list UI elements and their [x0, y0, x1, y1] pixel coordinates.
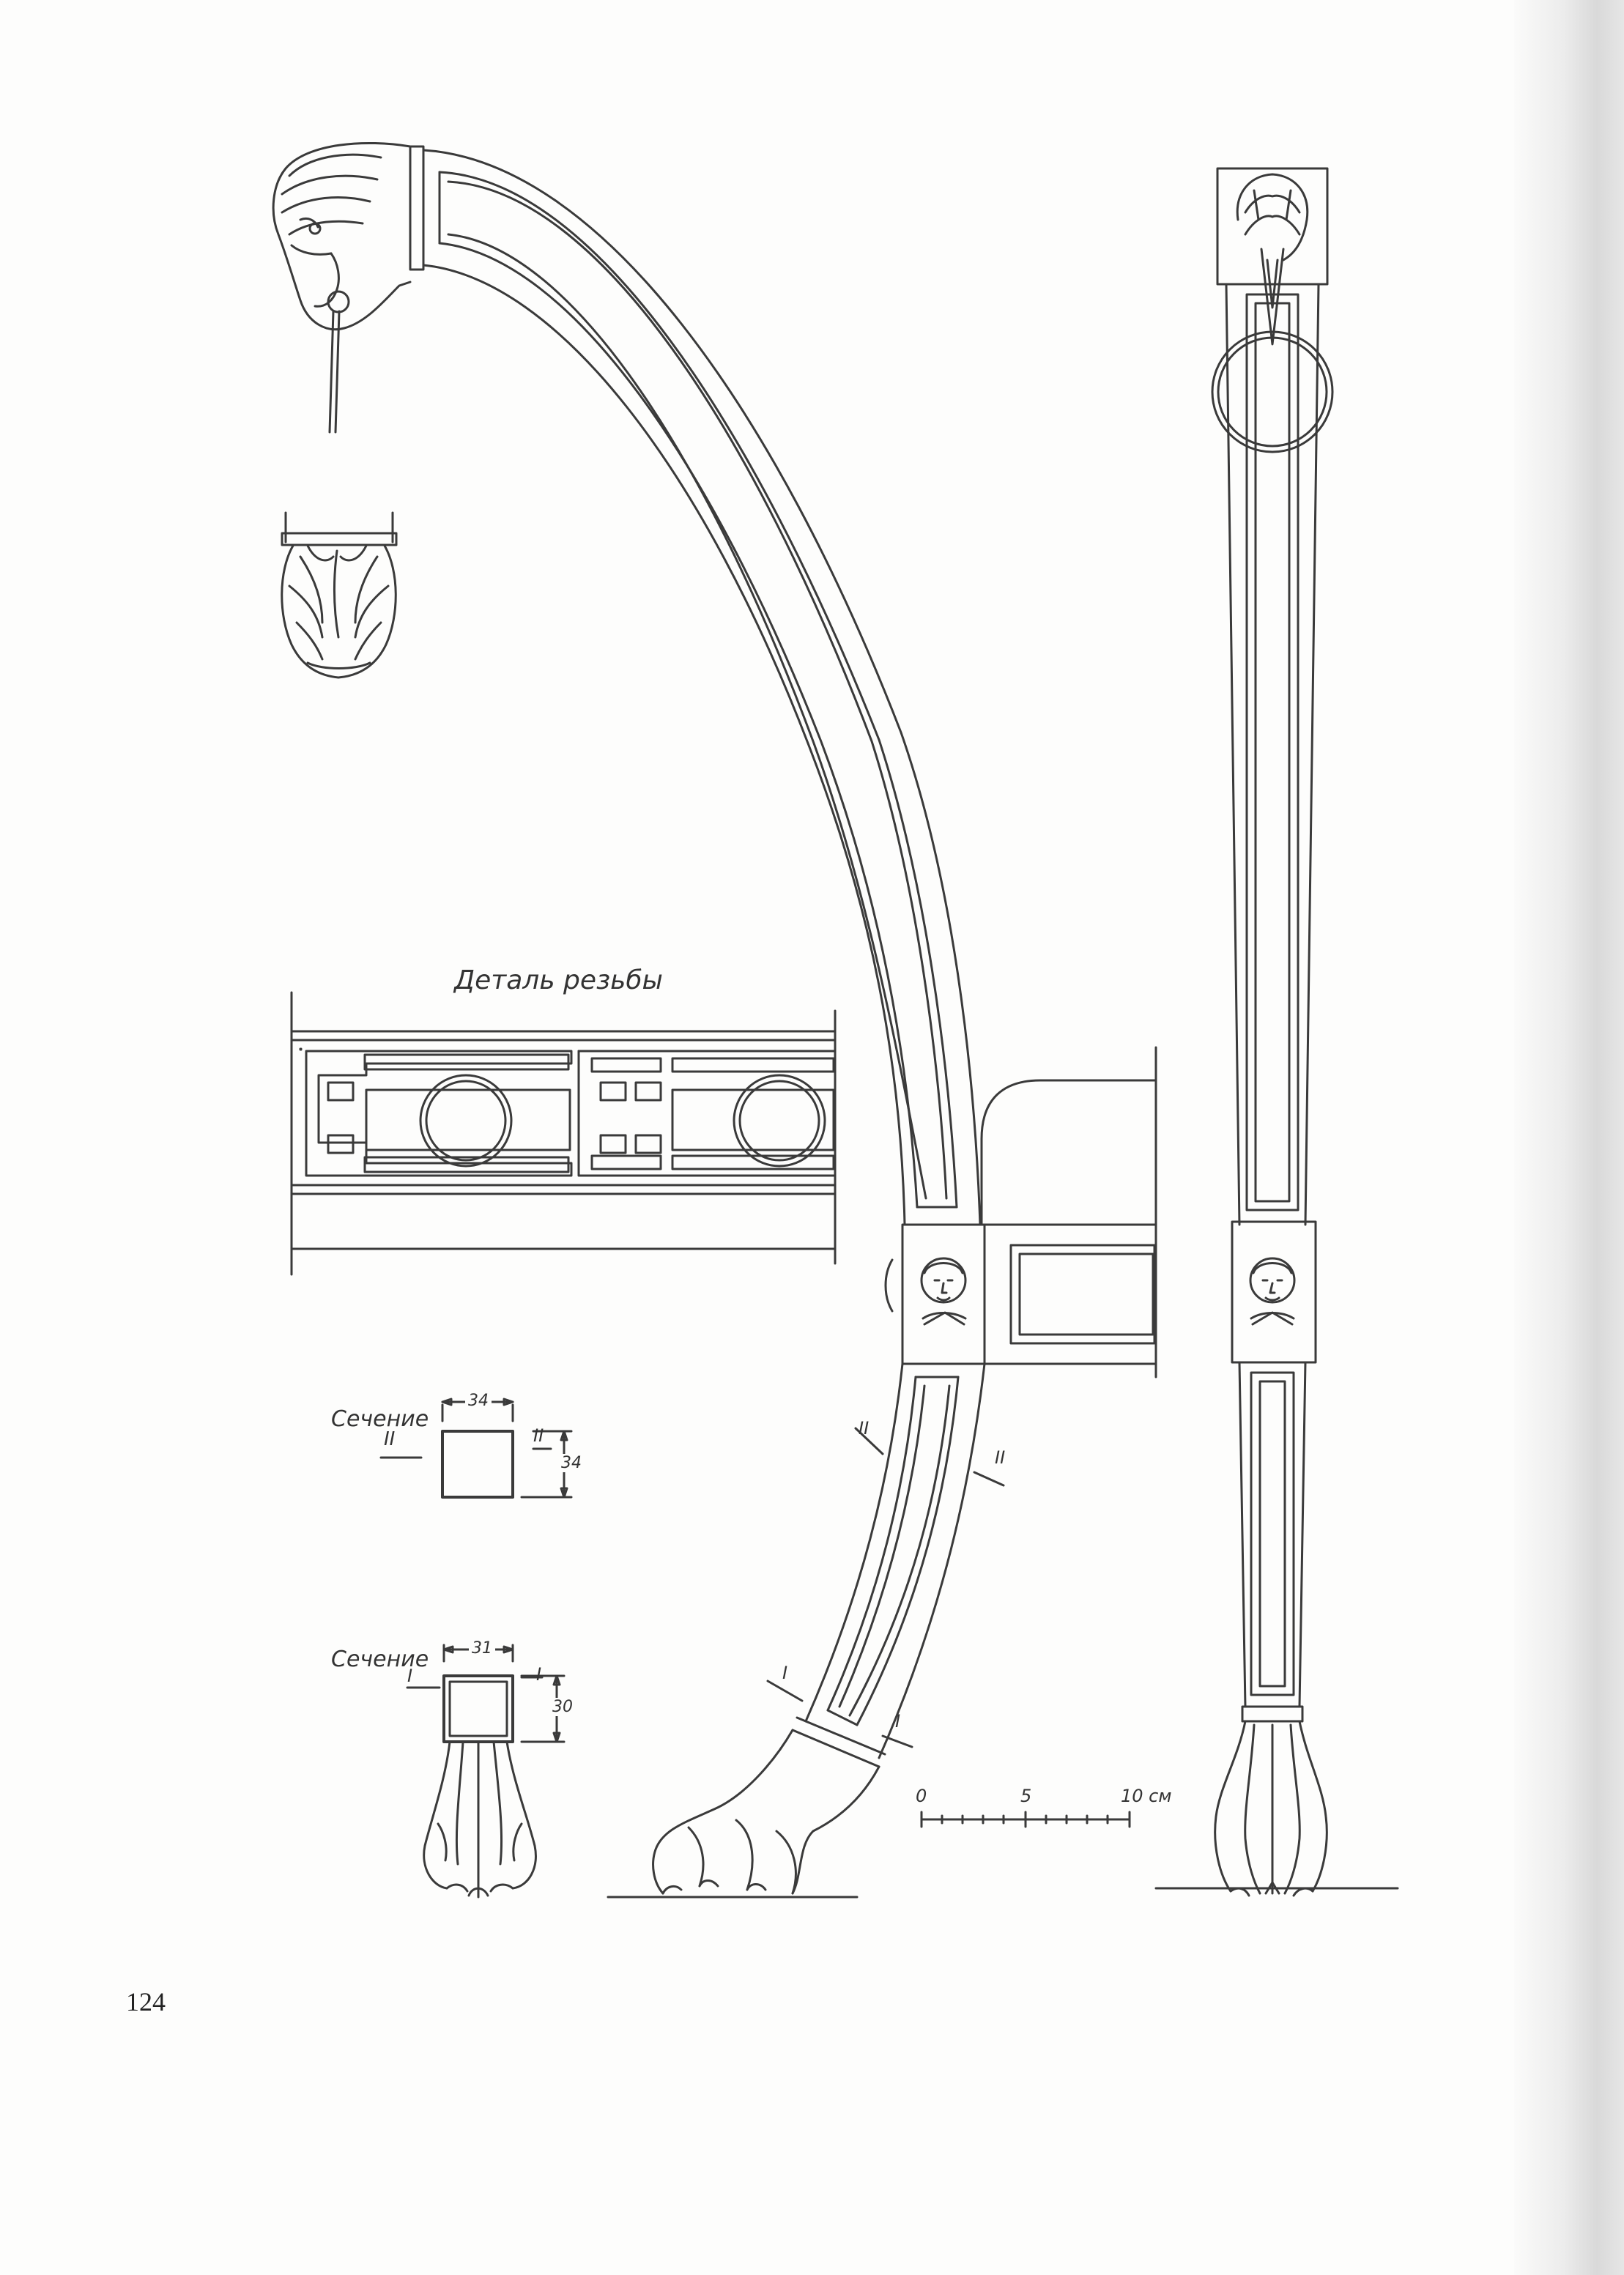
- cut-mark-i-right: I: [895, 1711, 901, 1732]
- cut-mark-ii-left: II: [859, 1418, 870, 1439]
- front-claw-foot: [1214, 1720, 1328, 1897]
- section-ii-height: 34: [561, 1454, 582, 1472]
- section-ii-label: Сечение: [331, 1406, 429, 1432]
- section-i-height: 30: [552, 1698, 573, 1716]
- section-ii-mark-right: II: [533, 1425, 544, 1446]
- scale-bar: [920, 1811, 1131, 1828]
- scale-label-0: 0: [916, 1786, 927, 1806]
- page-number: 124: [126, 1987, 166, 2016]
- cut-mark-ii-right: II: [995, 1447, 1006, 1468]
- section-i-mark-left: I: [407, 1666, 413, 1686]
- section-i-mark-right: I: [536, 1664, 542, 1685]
- cut-lines: [766, 1427, 1005, 1748]
- carving-detail-title: Деталь резьбы: [454, 965, 663, 995]
- section-i-width: 31: [469, 1639, 495, 1658]
- front-head-block: [1216, 167, 1329, 286]
- carving-detail: [290, 991, 837, 1276]
- section-ii-width: 34: [465, 1392, 492, 1410]
- scale-label-10: 10 см: [1121, 1786, 1172, 1806]
- mask-block: [884, 1223, 986, 1365]
- lower-leg: [652, 1362, 986, 1895]
- cut-mark-i-left: I: [782, 1663, 788, 1683]
- carved-finial-detail: [281, 511, 398, 679]
- eagle-head-finial: [272, 141, 425, 434]
- page-edge-shadow: [1514, 0, 1624, 2275]
- section-i-label: Сечение: [331, 1647, 429, 1672]
- scale-label-5: 5: [1020, 1786, 1032, 1806]
- front-eagle-head: [1211, 173, 1334, 453]
- curved-leg-view: [272, 141, 1157, 1899]
- section-ii-mark-left: II: [384, 1428, 396, 1450]
- curved-upper-arm: [422, 149, 982, 1226]
- side-rail: [980, 1046, 1157, 1378]
- front-mask-block: [1231, 1220, 1317, 1364]
- front-leg-view: [1154, 167, 1399, 1897]
